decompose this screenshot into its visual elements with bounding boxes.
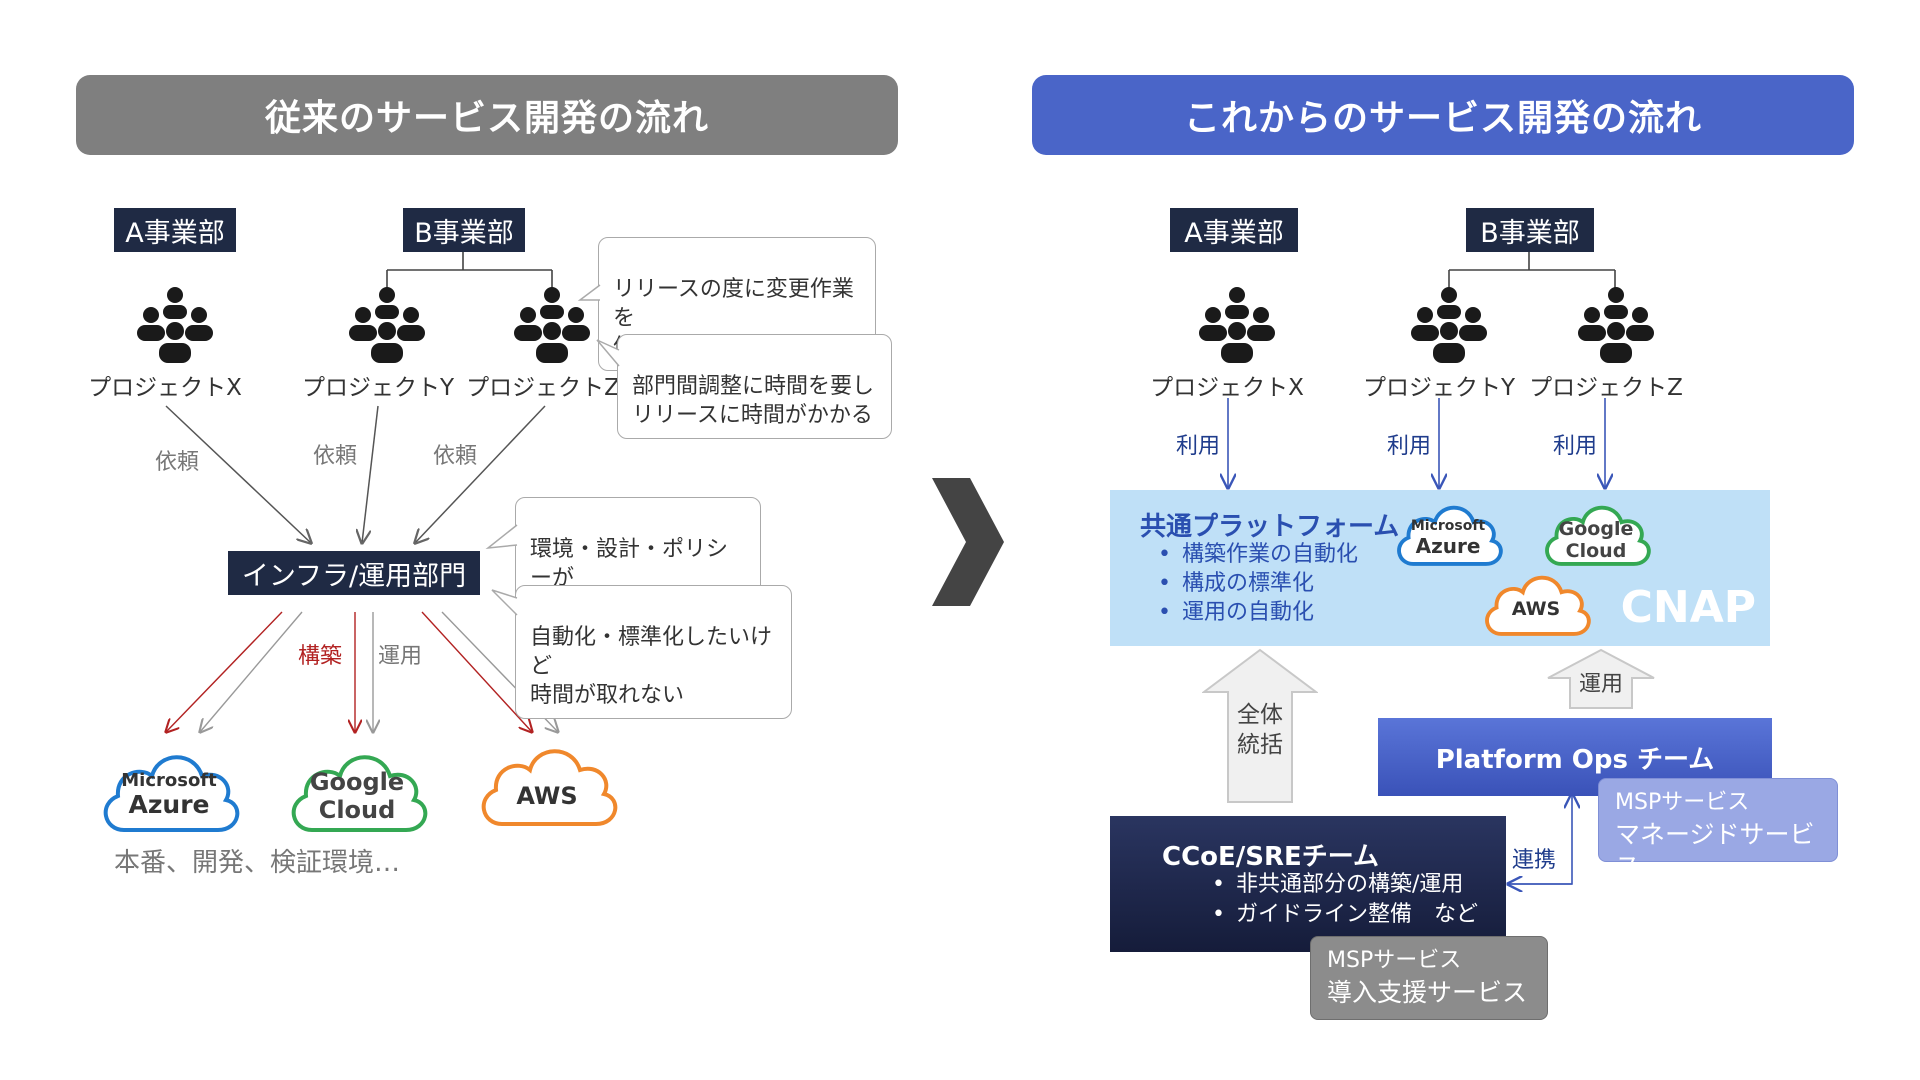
ccoe-item: 非共通部分の構築/運用 — [1212, 870, 1478, 900]
environment-note: 本番、開発、検証環境… — [114, 848, 401, 878]
aws-cloud-left: AWS — [472, 734, 622, 834]
team-icon-x-left — [137, 287, 213, 363]
right-project-x: プロジェクトX — [1150, 375, 1304, 401]
right-dept-b: B事業部 — [1466, 208, 1594, 252]
platform-feature: 構成の標準化 — [1158, 569, 1358, 598]
azure-big-label: Azure — [1415, 534, 1481, 558]
azure-big-label: Azure — [128, 790, 210, 819]
google-label-1: Google — [1558, 518, 1634, 540]
use-label-x: 利用 — [1176, 434, 1221, 459]
google-label-2: Cloud — [1565, 540, 1627, 562]
azure-cloud-left: Microsoft Azure — [94, 740, 244, 840]
google-label-1: Google — [309, 768, 405, 796]
platform-feature: 構築作業の自動化 — [1158, 540, 1358, 569]
msp-intro-service-box: MSPサービス 導入支援サービス — [1310, 936, 1548, 1020]
ccoe-item-list: 非共通部分の構築/運用 ガイドライン整備 など — [1208, 870, 1478, 930]
left-project-y: プロジェクトY — [301, 375, 455, 401]
left-dept-b: B事業部 — [403, 208, 525, 252]
issue-text-4: 自動化・標準化したいけど 時間が取れない — [530, 625, 773, 708]
link-label: 連携 — [1512, 848, 1557, 873]
issue-bubble-coordination: 部門間調整に時間を要し リリースに時間がかかる — [617, 334, 892, 439]
platform-title: 共通プラットフォーム — [1140, 512, 1400, 542]
ccoe-title: CCoE/SREチーム — [1162, 842, 1380, 872]
infra-ops-department: インフラ/運用部門 — [228, 551, 480, 595]
team-icon-z-right — [1578, 287, 1654, 363]
request-label-x: 依頼 — [155, 450, 200, 475]
left-title: 従来のサービス開発の流れ — [264, 98, 709, 139]
platform-feature-list: 構築作業の自動化 構成の標準化 運用の自動化 — [1154, 540, 1358, 627]
left-title-banner: 従来のサービス開発の流れ — [76, 75, 898, 155]
right-project-z: プロジェクトZ — [1529, 375, 1683, 401]
right-connectors — [960, 252, 1616, 1080]
left-project-x: プロジェクトX — [88, 375, 242, 401]
issue-text-2: 部門間調整に時間を要し リリースに時間がかかる — [632, 374, 875, 428]
use-label-y: 利用 — [1387, 434, 1432, 459]
aws-cloud-icon — [1485, 575, 1591, 636]
google-label-2: Cloud — [318, 796, 396, 824]
msp-intro-line2: 導入支援サービス — [1327, 978, 1528, 1007]
team-icon-z-left — [514, 287, 590, 363]
team-icon-y-right — [1411, 287, 1487, 363]
platform-ops-label: Platform Ops チーム — [1435, 744, 1715, 775]
team-icon-y-left — [349, 287, 425, 363]
aws-cloud-icon — [481, 749, 618, 826]
msp-managed-service-box: MSPサービス マネージドサービス — [1598, 778, 1838, 881]
azure-small-label: Microsoft — [1410, 518, 1486, 534]
msp-managed-line2: マネージドサービス — [1615, 820, 1815, 881]
right-project-y: プロジェクトY — [1362, 375, 1516, 401]
platform-feature: 運用の自動化 — [1158, 598, 1358, 627]
left-project-z: プロジェクトZ — [466, 375, 620, 401]
ops-up-arrow — [1547, 648, 1655, 709]
google-cloud-right: Google Cloud — [1538, 494, 1654, 572]
request-label-y: 依頼 — [313, 444, 358, 469]
ops-label: 運用 — [378, 644, 423, 669]
aws-label: AWS — [516, 782, 578, 810]
msp-intro-line1: MSPサービス — [1327, 948, 1462, 973]
common-platform-panel: 共通プラットフォーム 構築作業の自動化 構成の標準化 運用の自動化 CNAP — [1110, 490, 1770, 646]
azure-cloud-right: Microsoft Azure — [1390, 494, 1506, 572]
governance-label: 全体 統括 — [1237, 702, 1283, 758]
transition-chevron-icon — [932, 478, 1004, 606]
left-dept-a: A事業部 — [114, 208, 236, 252]
build-label: 構築 — [298, 644, 343, 669]
ccoe-sre-team-box: CCoE/SREチーム 非共通部分の構築/運用 ガイドライン整備 など — [1110, 816, 1506, 952]
aws-label: AWS — [1511, 598, 1561, 620]
governance-up-arrow — [1202, 648, 1318, 803]
cnap-label: CNAP — [1620, 582, 1756, 633]
google-cloud-icon — [291, 755, 428, 832]
azure-cloud-icon — [103, 755, 240, 832]
left-connectors — [0, 252, 960, 1080]
issue-bubble-automation: 自動化・標準化したいけど 時間が取れない — [515, 585, 792, 719]
request-label-z: 依頼 — [433, 444, 478, 469]
right-title-banner: これからのサービス開発の流れ — [1032, 75, 1854, 155]
right-title: これからのサービス開発の流れ — [1183, 98, 1702, 139]
azure-small-label: Microsoft — [121, 770, 217, 791]
right-dept-a: A事業部 — [1170, 208, 1298, 252]
ccoe-item: ガイドライン整備 など — [1212, 900, 1478, 930]
google-cloud-left: Google Cloud — [282, 740, 432, 840]
use-label-z: 利用 — [1553, 434, 1598, 459]
msp-managed-line1: MSPサービス — [1615, 790, 1750, 815]
team-icon-x-right — [1199, 287, 1275, 363]
aws-cloud-right: AWS — [1478, 564, 1594, 642]
ops-arrow-label: 運用 — [1578, 672, 1623, 697]
google-cloud-icon — [1545, 505, 1651, 566]
azure-cloud-icon — [1397, 505, 1503, 566]
bubble-pointers — [485, 284, 620, 616]
